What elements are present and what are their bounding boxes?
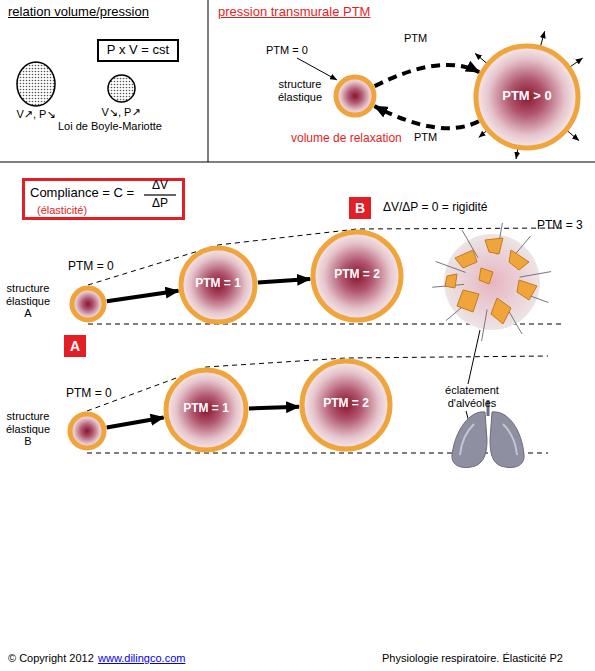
node-text: PTM > 0: [473, 89, 581, 104]
wall-shard: [509, 250, 529, 270]
node-text: PTM = 2: [310, 268, 404, 282]
shape-outline: [67, 411, 107, 451]
node-text: PTM = 1: [163, 402, 249, 416]
alveolus-circle: PTM = 0: [67, 411, 107, 451]
law-name: Loi de Boyle-Mariotte: [58, 120, 162, 133]
flow-arrow: [249, 407, 299, 409]
wall-shard: [479, 268, 493, 284]
flow-arrow: [258, 279, 310, 282]
note-label: éclatement d'alvéoles: [432, 384, 512, 409]
website-link: www.dilingco.com: [98, 652, 185, 665]
elastic-wall: [72, 288, 104, 320]
volume-circle: V↗, P↘: [16, 61, 56, 107]
node-text: PTM = 0: [68, 260, 128, 274]
node-text: PTM = 3: [537, 219, 593, 233]
shape-outline: [333, 74, 377, 118]
alveolus-circle: PTM = 2: [310, 229, 404, 323]
node-text: structure élastique: [271, 78, 329, 103]
footer-note: Physiologie respiratoire. Élasticité P2: [382, 652, 563, 665]
node-text: B: [349, 200, 371, 216]
wall-shard: [491, 298, 511, 324]
row-label: structure élastique B: [3, 410, 53, 448]
burst-ray: [520, 272, 552, 278]
row-label: structure élastique A: [3, 282, 53, 320]
node-text: PTM = 2: [299, 397, 393, 411]
elastic-structure: structure élastique: [333, 74, 377, 118]
lung-highlight: [503, 424, 517, 455]
shape-outline: [16, 61, 56, 107]
shape-outline: [107, 74, 136, 103]
node-text: Compliance = C =: [30, 186, 134, 201]
inflated-structure: PTM > 0: [473, 43, 581, 151]
pressure-label: PTM: [414, 131, 437, 144]
callout-letter: B: [349, 197, 371, 219]
node-text: V↘, P↗: [91, 106, 151, 119]
node-text: ΔP: [142, 197, 178, 211]
flow-arrow: [107, 417, 164, 427]
wall-shard: [445, 274, 457, 288]
node-text: (élasticité): [37, 204, 127, 217]
node-text: ΔV: [142, 179, 178, 193]
panel-title: pression transmurale PTM: [218, 5, 370, 20]
node-text: A: [64, 338, 86, 354]
leader-line: [468, 330, 480, 384]
lung-lobe: [452, 412, 487, 468]
elastic-wall: [336, 77, 374, 115]
note-label: volume de relaxation: [291, 132, 402, 146]
callout-letter: A: [64, 335, 86, 357]
pressure-label: PTM = 0: [266, 44, 308, 57]
wall-shard: [517, 280, 537, 300]
panel-divider: [0, 162, 595, 163]
node-text: PTM = 1: [178, 277, 258, 291]
dotted-ellipse: [108, 75, 135, 102]
pressure-label: PTM: [404, 32, 427, 45]
dashed-arrow: [375, 65, 479, 86]
alveolus-circle: PTM = 2: [299, 358, 393, 452]
fraction-bar: [144, 194, 176, 195]
alveolus-circle: PTM = 1: [163, 367, 249, 453]
shape-outline: [69, 285, 107, 323]
panel-divider: [208, 0, 209, 162]
alveolus-circle: PTM = 1: [178, 245, 258, 325]
flow-arrow: [107, 291, 179, 301]
alveolus-circle: PTM = 0: [69, 285, 107, 323]
burst-core: [444, 234, 540, 330]
note-label: ΔV/ΔP = 0 = rigidité: [383, 201, 488, 215]
formula-box: P x V = cst: [97, 39, 179, 62]
wall-shard: [485, 238, 503, 254]
burst-alveolus: PTM = 3: [433, 228, 551, 336]
volume-circle: V↘, P↗: [107, 74, 136, 103]
lung-highlight: [460, 424, 474, 455]
leader-arrow: [297, 58, 337, 80]
lung-lobe: [490, 412, 524, 468]
burst-ray: [482, 310, 488, 342]
dashed-arrow: [375, 106, 479, 128]
wall-shard: [455, 250, 477, 268]
node-text: PTM = 0: [66, 387, 126, 401]
node-text: V↗, P↘: [6, 108, 66, 121]
wall-shard: [457, 290, 479, 312]
shape-outline: [433, 228, 551, 336]
copyright: © Copyright 2012: [8, 652, 94, 665]
panel-title: relation volume/pression: [8, 5, 149, 20]
elastic-wall: [70, 414, 104, 448]
node-text: P x V = cst: [99, 43, 177, 58]
compliance-box: Compliance = C = ΔV ΔP (élasticité): [22, 178, 185, 220]
dotted-ellipse: [17, 62, 55, 106]
